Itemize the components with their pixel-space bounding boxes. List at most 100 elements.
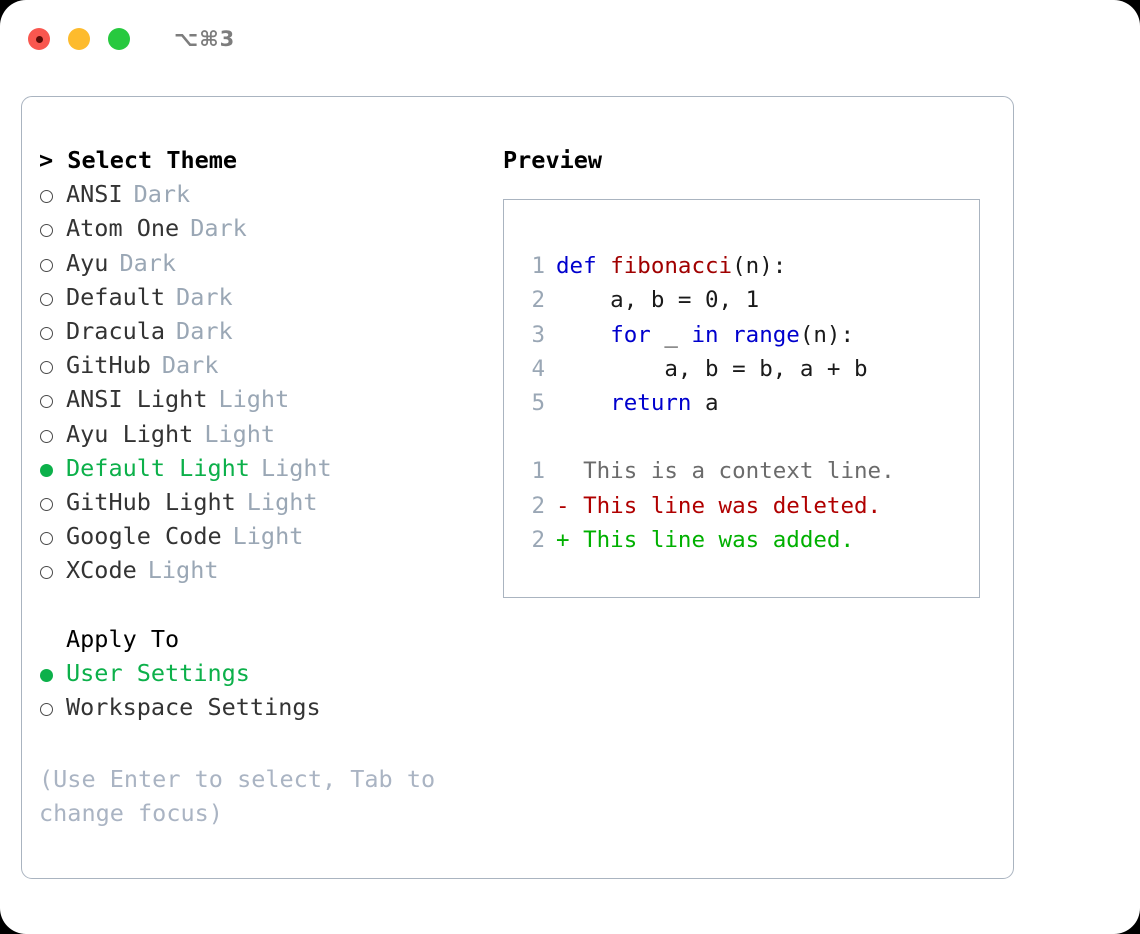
- window-controls: [28, 28, 130, 50]
- apply-to-option-label: Workspace Settings: [66, 693, 321, 722]
- spacer: [524, 420, 979, 454]
- code-line: 4 a, b = b, a + b: [524, 352, 979, 386]
- code-token: for: [610, 321, 651, 348]
- theme-option-label: GitHub Light: [66, 488, 236, 517]
- code-line: 1 This is a context line.: [524, 454, 979, 488]
- theme-option-default-light[interactable]: Default Light Light: [39, 451, 485, 485]
- theme-option-ayu[interactable]: Ayu Dark: [39, 246, 485, 280]
- apply-to-option-workspace-settings[interactable]: Workspace Settings: [39, 690, 485, 724]
- code-token: [719, 322, 733, 348]
- diff-sample: 1 This is a context line. 2 - This line wa…: [524, 454, 979, 557]
- theme-variant-badge: Dark: [176, 317, 233, 346]
- code-token: in: [691, 321, 719, 348]
- code-token: - This line was deleted.: [556, 492, 882, 519]
- code-text: This is a context line.: [556, 454, 895, 488]
- code-token: a, b = b, a + b: [556, 355, 868, 382]
- theme-variant-badge: Light: [218, 385, 290, 414]
- spacer: [39, 588, 485, 622]
- theme-option-google-code[interactable]: Google Code Light: [39, 519, 485, 553]
- code-line: 5 return a: [524, 386, 979, 420]
- code-token: [556, 322, 610, 348]
- apply-to-option-label: User Settings: [66, 658, 250, 687]
- line-number: 3: [531, 321, 545, 348]
- minimize-button[interactable]: [68, 28, 90, 50]
- code-token: This is a context line.: [556, 458, 895, 485]
- line-number: 2: [531, 526, 545, 553]
- line-number: 2: [531, 287, 545, 314]
- theme-variant-badge: Dark: [133, 180, 191, 209]
- code-line: 2 a, b = 0, 1: [524, 283, 979, 317]
- close-button[interactable]: [28, 28, 50, 50]
- code-text: def fibonacci(n):: [556, 249, 786, 283]
- theme-variant-badge: Light: [147, 556, 219, 585]
- code-token: + This line was added.: [556, 526, 855, 553]
- code-line: 2 - This line was deleted.: [524, 489, 979, 523]
- line-number: 1: [531, 253, 545, 280]
- code-text: for _ in range(n):: [556, 318, 854, 352]
- shortcut-label: ⌥⌘3: [174, 27, 236, 51]
- theme-option-github-light[interactable]: GitHub Light Light: [39, 485, 485, 519]
- theme-option-ansi[interactable]: ANSI Dark: [39, 177, 485, 211]
- code-token: return: [610, 390, 692, 417]
- theme-option-xcode[interactable]: XCode Light: [39, 553, 485, 587]
- theme-option-ayu-light[interactable]: Ayu Light Light: [39, 417, 485, 451]
- line-number: 4: [531, 355, 545, 382]
- code-text: + This line was added.: [556, 523, 854, 557]
- theme-option-label: Default: [66, 282, 166, 311]
- theme-option-label: Google Code: [66, 522, 222, 551]
- code-token: fibonacci: [610, 253, 733, 280]
- apply-to-option-user-settings[interactable]: User Settings: [39, 656, 485, 690]
- theme-option-label: ANSI: [66, 180, 123, 209]
- code-line: 1 def fibonacci(n):: [524, 249, 979, 283]
- theme-option-label: Dracula: [66, 317, 166, 346]
- page-title: > Select Theme: [39, 146, 238, 174]
- code-token: range: [732, 321, 800, 348]
- preview-title: Preview: [503, 146, 603, 174]
- theme-option-atom-one[interactable]: Atom One Dark: [39, 211, 485, 245]
- theme-variant-badge: Light: [204, 419, 276, 448]
- theme-variant-badge: Light: [246, 488, 318, 517]
- spacer: [39, 724, 485, 762]
- code-token: a: [691, 390, 719, 417]
- line-number: 2: [531, 492, 545, 519]
- theme-option-dracula[interactable]: Dracula Dark: [39, 314, 485, 348]
- code-token: def: [556, 253, 611, 280]
- code-line: 2 + This line was added.: [524, 523, 979, 557]
- code-text: return a: [556, 386, 719, 420]
- code-token: [556, 390, 610, 416]
- theme-variant-badge: Dark: [119, 248, 177, 277]
- theme-option-label: Default Light: [66, 453, 250, 482]
- code-text: - This line was deleted.: [556, 489, 881, 523]
- code-token: (n):: [799, 321, 855, 348]
- code-line: 3 for _ in range(n):: [524, 318, 979, 352]
- theme-variant-badge: Light: [232, 522, 304, 551]
- keyboard-hint: (Use Enter to select, Tab to change focu…: [39, 765, 450, 828]
- theme-option-label: XCode: [66, 556, 137, 585]
- theme-variant-badge: Dark: [161, 351, 219, 380]
- theme-option-label: Ayu Light: [66, 419, 194, 448]
- theme-option-label: Atom One: [66, 214, 180, 243]
- code-token: (n):: [732, 253, 787, 280]
- theme-option-label: ANSI Light: [66, 385, 208, 414]
- code-text: a, b = b, a + b: [556, 352, 868, 386]
- apply-to-title: Apply To: [66, 624, 180, 653]
- theme-option-ansi-light[interactable]: ANSI Light Light: [39, 382, 485, 416]
- maximize-button[interactable]: [108, 28, 130, 50]
- title-bar: ⌥⌘3: [0, 0, 1140, 78]
- theme-variant-badge: Dark: [190, 214, 247, 243]
- line-number: 5: [531, 390, 545, 417]
- theme-variant-badge: Light: [260, 453, 332, 482]
- code-text: a, b = 0, 1: [556, 283, 759, 317]
- theme-option-label: Ayu: [66, 248, 109, 277]
- code-token: _: [650, 321, 692, 348]
